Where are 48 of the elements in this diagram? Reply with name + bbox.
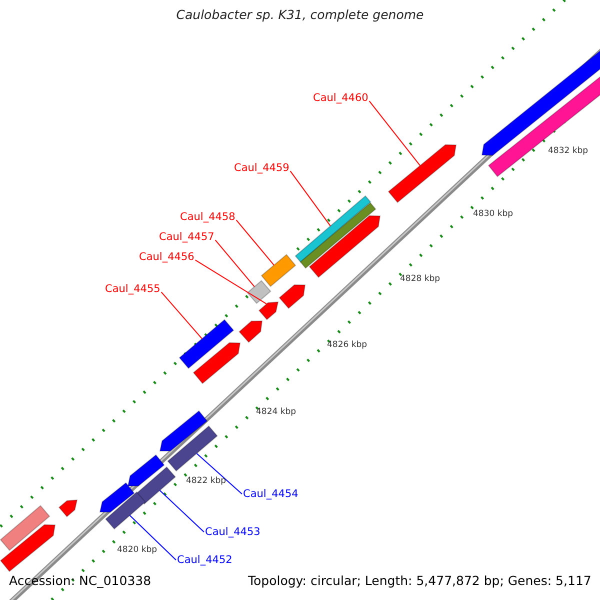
- gene-block: [300, 202, 376, 269]
- leader-line: [214, 240, 255, 288]
- gene-label: Caul_4456: [139, 251, 194, 264]
- gene-block: [246, 280, 272, 304]
- leader-line: [129, 514, 176, 561]
- leader-line: [194, 260, 268, 304]
- gene-block: [105, 491, 146, 530]
- gene-label: Caul_4458: [180, 211, 236, 224]
- tick-label: 4830 kbp: [473, 210, 514, 220]
- tick-label: 4820 kbp: [117, 546, 158, 556]
- gene-block: [0, 505, 50, 551]
- leader-line: [290, 170, 331, 226]
- gene-block: [192, 342, 241, 384]
- tick-label: 4832 kbp: [548, 147, 588, 157]
- map-title: Caulobacter sp. K31, complete genome: [175, 8, 425, 22]
- gene-block: [178, 319, 234, 369]
- gene-block: [167, 425, 218, 472]
- gene-block: [260, 254, 296, 288]
- gene-block: [99, 482, 135, 513]
- gene-label: Caul_4455: [105, 283, 160, 296]
- gene-block: [258, 301, 279, 320]
- tick-label: 4826 kbp: [327, 341, 368, 351]
- genome-summary-text: Topology: circular; Length: 5,477,872 bp; Genes: 5,117: [248, 574, 592, 588]
- gene-block: [294, 195, 372, 263]
- tick-label: 4822 kbp: [186, 477, 226, 487]
- gene-label: Caul_4457: [159, 231, 214, 244]
- gene-label: Caul_4459: [234, 162, 290, 174]
- tick-label: 4824 kbp: [256, 408, 296, 418]
- gene-label: Caul_4460: [313, 92, 368, 104]
- gene-block: [58, 499, 78, 518]
- gene-label: Caul_4454: [243, 488, 298, 500]
- leader-line: [368, 100, 421, 166]
- gene-label: Caul_4453: [205, 526, 260, 538]
- gene-block: [388, 144, 457, 204]
- leader-line: [236, 220, 274, 266]
- gene-block: [238, 320, 263, 343]
- gene-block: [135, 466, 176, 505]
- accession-text: Accession: NC_010338: [9, 574, 152, 588]
- leader-line: [160, 292, 202, 340]
- gene-block: [127, 454, 165, 486]
- gene-block: [308, 215, 381, 278]
- leader-line: [159, 490, 204, 533]
- gene-block: [159, 410, 208, 452]
- gene-block: [278, 284, 306, 309]
- leader-line: [196, 452, 242, 495]
- gene-label: Caul_4452: [177, 554, 232, 566]
- tick-label: 4828 kbp: [400, 275, 440, 285]
- gene-block: [0, 524, 56, 572]
